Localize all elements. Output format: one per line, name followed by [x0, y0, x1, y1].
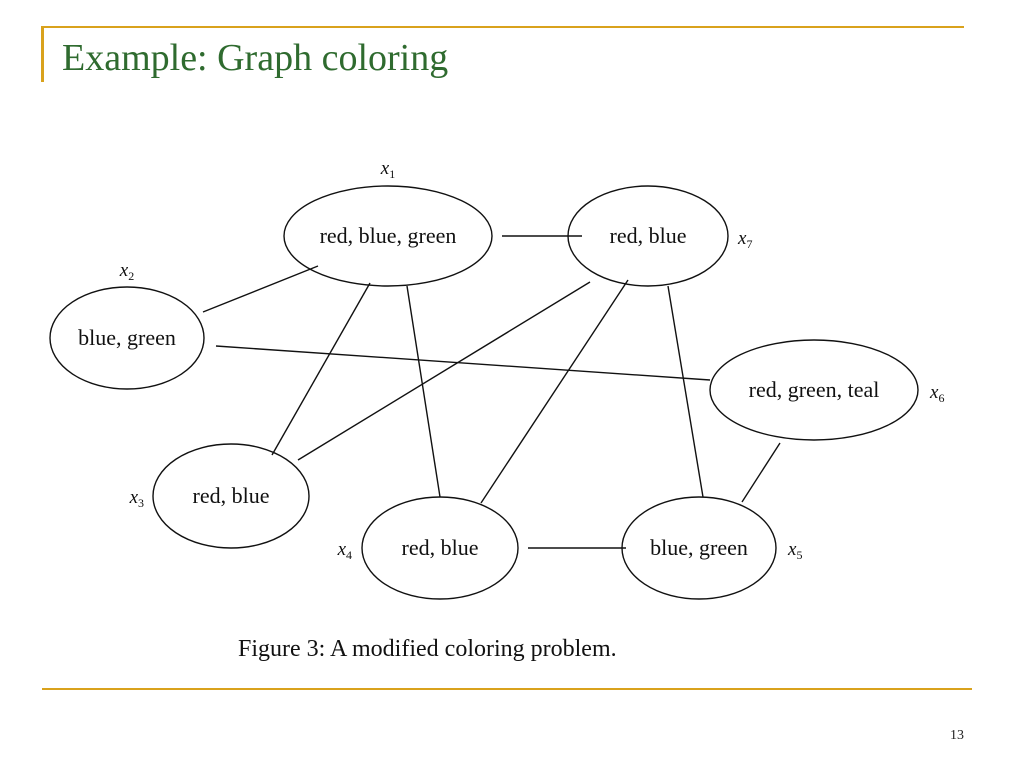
node-x4: red, blue x4 [337, 496, 519, 600]
title-top-rule [41, 26, 964, 28]
node-label-sub-x7: 7 [746, 237, 752, 251]
edge-x6-x5 [741, 442, 781, 503]
edge-x1-x2 [202, 265, 319, 313]
node-domain-x4: red, blue [402, 535, 479, 560]
node-ellipse-x1 [283, 185, 493, 287]
edge-x7-x4 [480, 279, 629, 504]
node-x3: red, blue x3 [129, 443, 310, 549]
node-ellipse-x2 [49, 286, 205, 390]
node-label-x2: x2 [119, 260, 134, 283]
node-label-var-x3: x [129, 487, 139, 508]
node-domain-x1: red, blue, green [320, 223, 457, 248]
node-label-sub-x4: 4 [346, 548, 352, 562]
edge-x7-x5 [667, 285, 704, 498]
node-ellipse-x7 [567, 185, 729, 287]
node-label-x4: x4 [337, 539, 352, 562]
node-label-sub-x3: 3 [138, 496, 144, 510]
node-label-var-x4: x [337, 539, 347, 560]
edge-x7-x3 [297, 281, 591, 461]
page-number: 13 [950, 728, 964, 743]
node-label-var-x2: x [119, 260, 129, 281]
node-domain-x6: red, green, teal [749, 377, 880, 402]
node-label-x1: x1 [380, 158, 395, 181]
bottom-rule [42, 688, 972, 690]
node-x2: blue, green x2 [49, 260, 205, 390]
node-label-sub-x2: 2 [128, 269, 134, 283]
node-label-sub-x6: 6 [938, 391, 944, 405]
node-label-var-x1: x [380, 158, 390, 179]
node-ellipse-x3 [152, 443, 310, 549]
node-label-x6: x6 [929, 382, 944, 405]
node-ellipse-x4 [361, 496, 519, 600]
node-domain-x5: blue, green [650, 535, 748, 560]
node-x7: red, blue x7 [567, 185, 752, 287]
node-ellipse-x6 [709, 339, 919, 441]
node-domain-x3: red, blue [193, 483, 270, 508]
edge-x1-x4 [406, 285, 441, 498]
edge-x1-x3 [271, 282, 371, 456]
node-label-sub-x5: 5 [796, 548, 802, 562]
node-domain-x2: blue, green [78, 325, 176, 350]
node-label-x7: x7 [737, 228, 752, 251]
title-left-rule [41, 26, 44, 82]
edge-x2-x6 [215, 345, 711, 381]
node-ellipse-x5 [621, 496, 777, 600]
slide-title: Example: Graph coloring [62, 37, 449, 79]
node-label-x3: x3 [129, 487, 144, 510]
edges [202, 235, 781, 549]
node-label-x5: x5 [787, 539, 802, 562]
node-x5: blue, green x5 [621, 496, 802, 600]
node-x1: red, blue, green x1 [283, 158, 493, 287]
node-x6: red, green, teal x6 [709, 339, 944, 441]
node-label-var-x7: x [737, 228, 747, 249]
node-label-var-x6: x [929, 382, 939, 403]
node-label-sub-x1: 1 [389, 167, 395, 181]
node-domain-x7: red, blue [610, 223, 687, 248]
figure-caption: Figure 3: A modified coloring problem. [238, 636, 617, 662]
node-label-var-x5: x [787, 539, 797, 560]
